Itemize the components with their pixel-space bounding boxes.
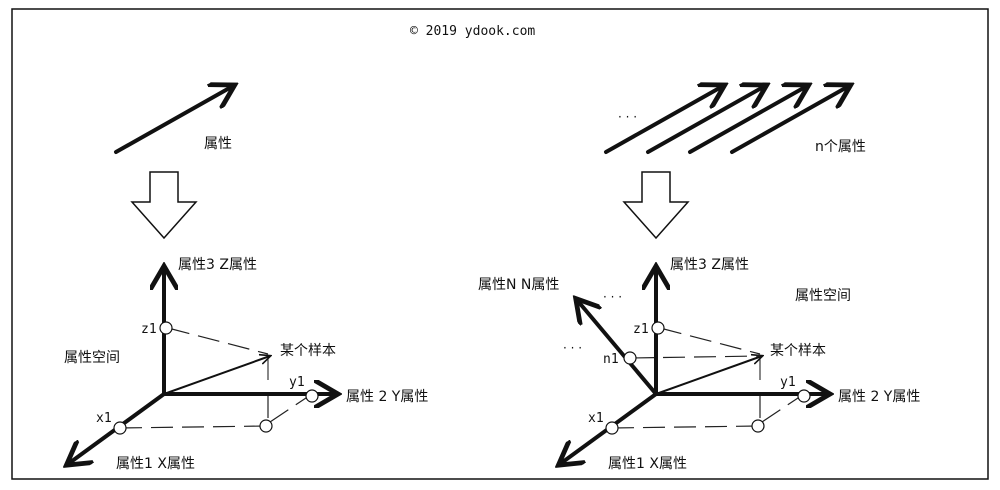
- x-projection-line-right: [611, 425, 759, 429]
- dots-top: · · ·: [618, 110, 637, 124]
- y-axis-label-right: 属性 2 Y属性: [838, 389, 920, 405]
- n-axis-label: 属性N N属性: [478, 277, 559, 293]
- y1-label: y1: [289, 375, 305, 390]
- x1-label: x1: [96, 411, 112, 426]
- x1-label-right: x1: [588, 411, 604, 426]
- x1-marker-right: [605, 421, 619, 435]
- attribute-arrow-4: [730, 86, 849, 154]
- space-label-right: 属性空间: [795, 288, 851, 304]
- watermark-text: © 2019 ydook.com: [410, 24, 535, 39]
- right-panel: · · · n个属性 属性3 Z属性 属性N N属性 · · · 属性空间: [478, 86, 920, 472]
- z-axis-label: 属性3 Z属性: [178, 257, 257, 273]
- down-hollow-arrow-right: [622, 171, 690, 240]
- attribute-arrow-1: [604, 86, 723, 154]
- single-attribute-arrow: [114, 86, 233, 154]
- sample-vector: [163, 356, 270, 395]
- dots-left: · · ·: [563, 341, 582, 355]
- attribute-arrow-3: [688, 86, 807, 154]
- z1-marker-right: [651, 321, 665, 335]
- left-panel: 属性 属性3 Z属性 z1 属性空间 某个样本 y1 属性 2 Y属性 x1 属…: [64, 86, 428, 472]
- z-projection-line: [167, 327, 269, 355]
- space-label: 属性空间: [64, 350, 120, 366]
- y-axis-label: 属性 2 Y属性: [346, 389, 428, 405]
- sample-foot-marker: [259, 419, 273, 433]
- dots-mid: · · ·: [603, 290, 622, 304]
- z1-label-right: z1: [633, 322, 649, 337]
- z-axis-label-right: 属性3 Z属性: [670, 257, 749, 273]
- sample-vector-right: [655, 356, 762, 395]
- attribute-arrow-2: [646, 86, 765, 154]
- down-hollow-arrow: [130, 171, 198, 240]
- y1-label-right: y1: [780, 375, 796, 390]
- n-axis-right: [577, 300, 658, 396]
- z1-label: z1: [141, 322, 157, 337]
- diagram-frame: [11, 8, 989, 480]
- z-projection-line-right: [659, 327, 761, 355]
- sample-label: 某个样本: [280, 343, 336, 359]
- x-axis-label-right: 属性1 X属性: [608, 456, 687, 472]
- n-attributes-label: n个属性: [815, 139, 866, 155]
- x1-marker: [113, 421, 127, 435]
- x-axis-label: 属性1 X属性: [116, 456, 195, 472]
- n1-marker-right: [623, 351, 637, 365]
- y-projection-line: [269, 393, 313, 423]
- sample-foot-marker-right: [751, 419, 765, 433]
- z1-marker: [159, 321, 173, 335]
- n1-label-right: n1: [603, 352, 619, 367]
- sample-label-right: 某个样本: [770, 343, 826, 359]
- single-attribute-label: 属性: [204, 136, 232, 152]
- y1-marker: [305, 389, 319, 403]
- y1-marker-right: [797, 389, 811, 403]
- x-projection-line: [119, 425, 267, 429]
- n-projection-line-right: [631, 355, 761, 359]
- y-projection-line-right: [761, 393, 805, 423]
